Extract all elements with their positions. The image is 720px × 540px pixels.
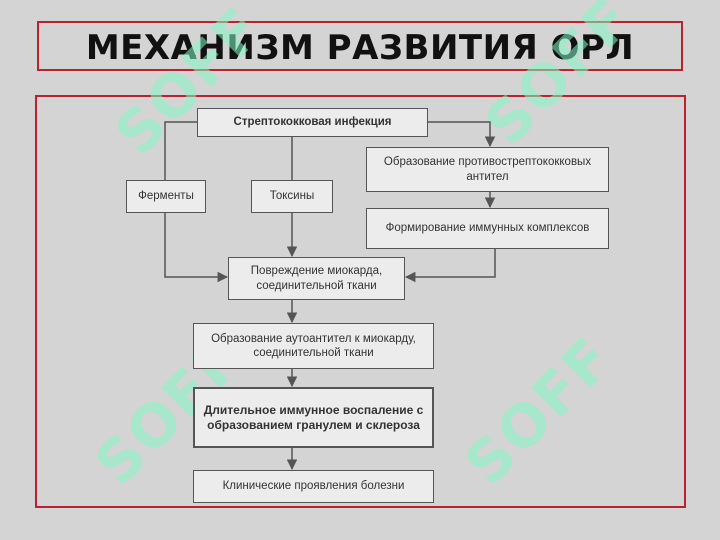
page-title: МЕХАНИЗМ РАЗВИТИЯ ОРЛ: [85, 28, 635, 68]
connector-complexes-damage: [404, 249, 496, 283]
diagram-frame: [35, 95, 686, 508]
box-myocardium-damage: Повреждение миокарда, соединительной тка…: [228, 257, 405, 300]
box-clinical-manifestations: Клинические проявления болезни: [193, 470, 434, 503]
box-immune-complexes: Формирование иммунных комплексов: [366, 208, 609, 249]
title-frame: [37, 21, 683, 71]
box-autoantibodies: Образование аутоантител к миокарду, соед…: [193, 323, 434, 369]
connector-strep-antibodies: [428, 121, 496, 148]
box-streptococcal-infection: Стрептококковая инфекция: [197, 108, 428, 137]
box-enzymes: Ферменты: [126, 180, 206, 213]
box-antibodies: Образование противострептококковых антит…: [366, 147, 609, 192]
connector-enzymes-damage: [164, 213, 229, 283]
connector-strep-enzymes: [164, 121, 197, 180]
box-immune-inflammation: Длительное иммунное воспаление с образов…: [193, 387, 434, 448]
box-toxins: Токсины: [251, 180, 333, 213]
